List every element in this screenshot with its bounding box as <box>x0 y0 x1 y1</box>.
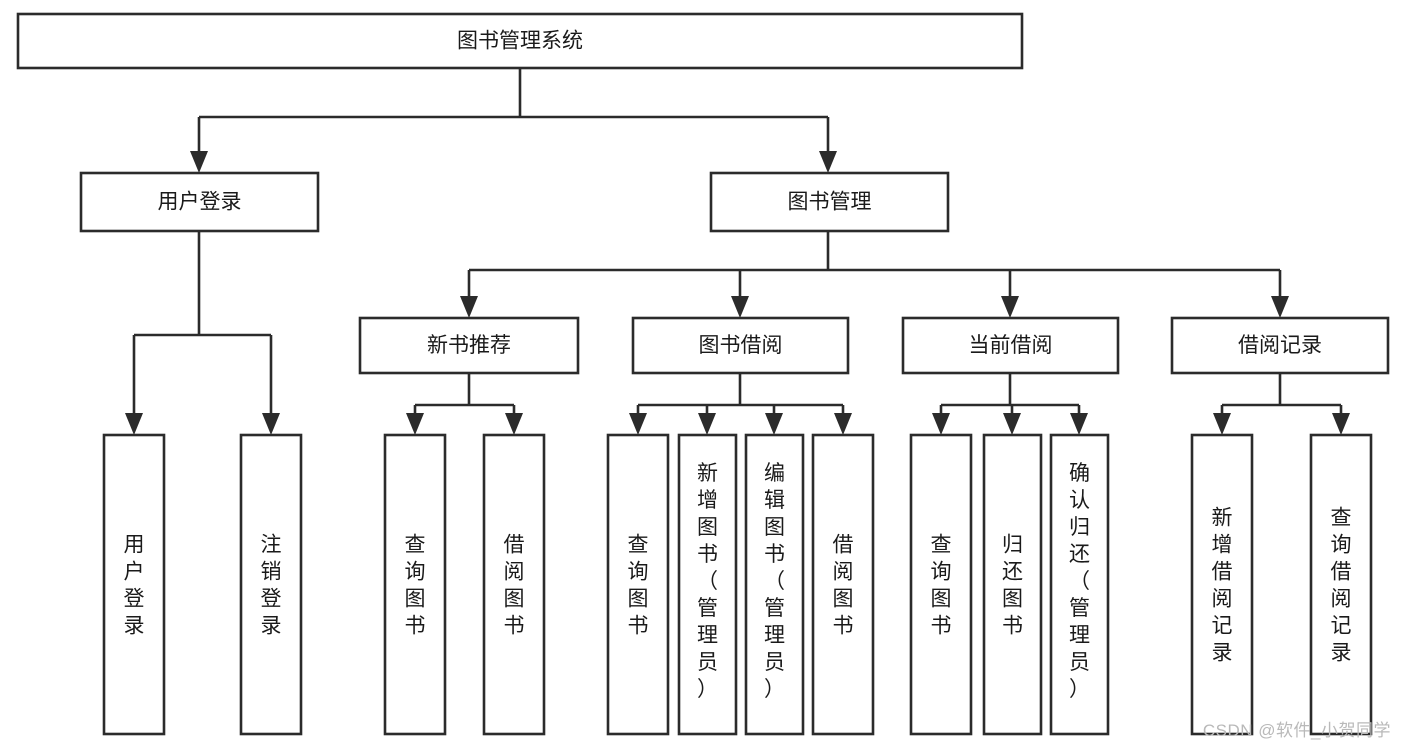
node-box-leaf-logout-login[interactable] <box>239 433 303 736</box>
node-label-book-manage: 图书管理 <box>788 191 872 214</box>
node-box-leaf-borrow-book[interactable] <box>811 433 875 736</box>
node-label-leaf-borrow-book: 借阅图书 <box>833 534 854 638</box>
connectors-layer <box>125 68 1350 435</box>
node-label-leaf-logout-login: 注销登录 <box>261 534 282 638</box>
node-box-leaf-query-book-current[interactable] <box>909 433 973 736</box>
node-box-new-book-recommend[interactable] <box>358 316 580 375</box>
nodes-layer: 图书管理系统用户登录图书管理新书推荐图书借阅当前借阅借阅记录用户登录注销登录查询… <box>16 12 1390 736</box>
node-book-borrow[interactable]: 图书借阅 <box>631 316 850 375</box>
node-label-borrow-record: 借阅记录 <box>1238 334 1322 357</box>
arrow-icon <box>834 413 852 435</box>
node-label-leaf-query-book-recommend: 查询图书 <box>405 534 426 638</box>
node-box-leaf-return-book[interactable] <box>982 433 1043 736</box>
node-label-current-borrow: 当前借阅 <box>969 334 1053 357</box>
node-box-book-borrow[interactable] <box>631 316 850 375</box>
arrow-icon <box>1070 413 1088 435</box>
node-borrow-record[interactable]: 借阅记录 <box>1170 316 1390 375</box>
node-leaf-query-borrow-record[interactable]: 查询借阅记录 <box>1309 433 1373 736</box>
node-box-borrow-record[interactable] <box>1170 316 1390 375</box>
node-box-leaf-edit-book-admin[interactable] <box>744 433 805 736</box>
node-label-leaf-return-book: 归还图书 <box>1002 534 1023 638</box>
node-box-leaf-user-login[interactable] <box>102 433 166 736</box>
node-leaf-confirm-return-admin[interactable]: 确认归还（管理员） <box>1049 433 1110 736</box>
node-label-leaf-query-borrow-record: 查询借阅记录 <box>1331 507 1352 665</box>
arrow-icon <box>460 296 478 318</box>
node-box-leaf-add-book-admin[interactable] <box>677 433 738 736</box>
node-label-leaf-query-book-borrow: 查询图书 <box>628 534 649 638</box>
arrow-icon <box>125 413 143 435</box>
arrow-icon <box>1332 413 1350 435</box>
node-leaf-query-book-current[interactable]: 查询图书 <box>909 433 973 736</box>
node-leaf-borrow-book-recommend[interactable]: 借阅图书 <box>482 433 546 736</box>
node-leaf-logout-login[interactable]: 注销登录 <box>239 433 303 736</box>
node-label-user-login: 用户登录 <box>158 191 242 214</box>
node-label-leaf-confirm-return-admin: 确认归还（管理员） <box>1069 462 1090 701</box>
arrow-icon <box>1003 413 1021 435</box>
node-box-current-borrow[interactable] <box>901 316 1120 375</box>
node-leaf-edit-book-admin[interactable]: 编辑图书（管理员） <box>744 433 805 736</box>
node-leaf-add-borrow-record[interactable]: 新增借阅记录 <box>1190 433 1254 736</box>
arrow-icon <box>819 151 837 173</box>
arrow-icon <box>262 413 280 435</box>
node-box-leaf-query-book-recommend[interactable] <box>383 433 447 736</box>
node-box-book-manage[interactable] <box>709 171 950 233</box>
node-label-leaf-user-login: 用户登录 <box>124 534 145 638</box>
node-book-manage[interactable]: 图书管理 <box>709 171 950 233</box>
node-box-leaf-add-borrow-record[interactable] <box>1190 433 1254 736</box>
csdn-watermark: CSDN @软件_小贺同学 <box>1202 721 1391 740</box>
node-box-leaf-query-borrow-record[interactable] <box>1309 433 1373 736</box>
arrow-icon <box>765 413 783 435</box>
arrow-icon <box>731 296 749 318</box>
arrow-icon <box>1001 296 1019 318</box>
node-box-leaf-confirm-return-admin[interactable] <box>1049 433 1110 736</box>
node-root[interactable]: 图书管理系统 <box>16 12 1024 70</box>
node-current-borrow[interactable]: 当前借阅 <box>901 316 1120 375</box>
node-box-root[interactable] <box>16 12 1024 70</box>
node-user-login[interactable]: 用户登录 <box>79 171 320 233</box>
node-leaf-add-book-admin[interactable]: 新增图书（管理员） <box>677 433 738 736</box>
arrow-icon <box>698 413 716 435</box>
node-label-leaf-query-book-current: 查询图书 <box>931 534 952 638</box>
arrow-icon <box>1213 413 1231 435</box>
node-label-leaf-add-book-admin: 新增图书（管理员） <box>697 462 718 701</box>
node-leaf-user-login[interactable]: 用户登录 <box>102 433 166 736</box>
node-leaf-return-book[interactable]: 归还图书 <box>982 433 1043 736</box>
node-box-leaf-query-book-borrow[interactable] <box>606 433 670 736</box>
node-new-book-recommend[interactable]: 新书推荐 <box>358 316 580 375</box>
node-label-new-book-recommend: 新书推荐 <box>427 334 511 357</box>
node-leaf-borrow-book[interactable]: 借阅图书 <box>811 433 875 736</box>
arrow-icon <box>629 413 647 435</box>
node-leaf-query-book-recommend[interactable]: 查询图书 <box>383 433 447 736</box>
node-label-root: 图书管理系统 <box>457 30 583 53</box>
node-label-leaf-edit-book-admin: 编辑图书（管理员） <box>764 462 785 701</box>
node-label-book-borrow: 图书借阅 <box>699 334 783 357</box>
arrow-icon <box>1271 296 1289 318</box>
node-box-user-login[interactable] <box>79 171 320 233</box>
node-label-leaf-add-borrow-record: 新增借阅记录 <box>1212 507 1233 665</box>
node-box-leaf-borrow-book-recommend[interactable] <box>482 433 546 736</box>
arrow-icon <box>505 413 523 435</box>
node-leaf-query-book-borrow[interactable]: 查询图书 <box>606 433 670 736</box>
node-label-leaf-borrow-book-recommend: 借阅图书 <box>504 534 525 638</box>
arrow-icon <box>406 413 424 435</box>
arrow-icon <box>190 151 208 173</box>
arrow-icon <box>932 413 950 435</box>
